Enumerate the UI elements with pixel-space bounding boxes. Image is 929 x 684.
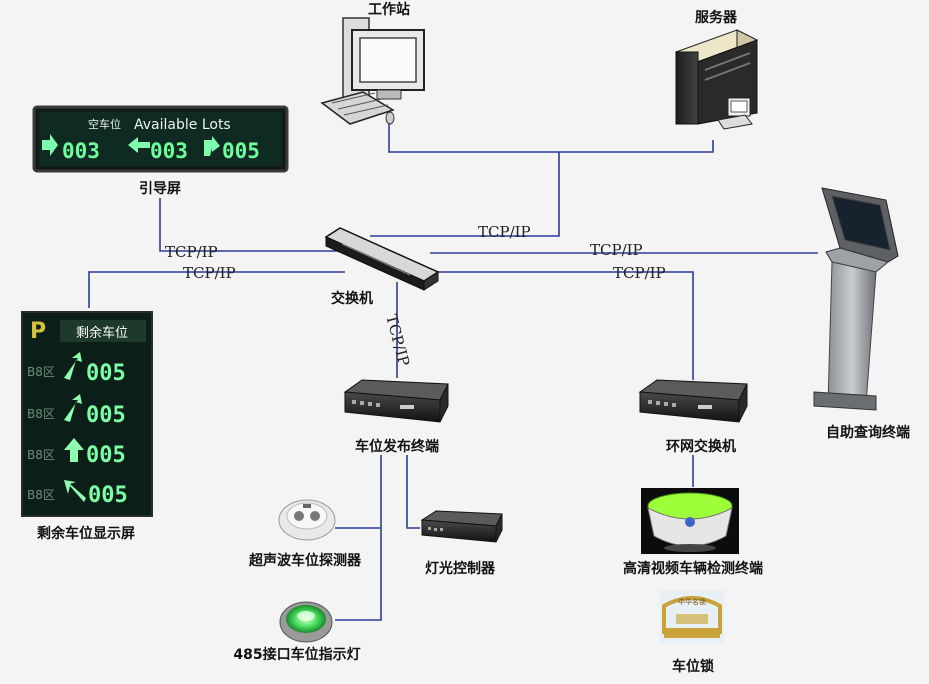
parking-lock-label: 车位锁 xyxy=(672,658,714,675)
remaining-display-label: 剩余车位显示屏 xyxy=(37,525,135,542)
remaining-count: 005 xyxy=(86,361,126,386)
wire-sensors xyxy=(335,455,382,621)
wire-guide-screen xyxy=(159,198,340,252)
kiosk-icon xyxy=(813,187,899,411)
remaining-header: 剩余车位 xyxy=(76,325,128,341)
ultrasonic-detector-label: 超声波车位探测器 xyxy=(248,552,362,569)
indicator-light-icon xyxy=(279,601,333,643)
tcp-label: TCP/IP xyxy=(613,264,666,282)
tcp-label: TCP/IP xyxy=(590,241,643,259)
remaining-count: 005 xyxy=(86,403,126,428)
tcp-label: TCP/IP xyxy=(183,264,236,282)
guide-screen-sign: 空车位 Available Lots 003 003 005 xyxy=(32,105,289,173)
guide-screen-label: 引导屏 xyxy=(139,181,181,197)
publish-terminal-label: 车位发布终端 xyxy=(355,438,439,455)
up-left-arrow-icon xyxy=(64,480,86,502)
remaining-display-sign: P 剩余车位 B8区 005 B8区 005 B8区 005 B8区 005 xyxy=(21,311,153,517)
remaining-count: 005 xyxy=(88,483,128,508)
guide-count: 005 xyxy=(222,139,260,163)
light-controller-icon xyxy=(420,510,503,543)
ultrasonic-detector-icon xyxy=(278,499,336,541)
wire-remaining-display xyxy=(88,271,345,308)
ring-switch-label: 环网交换机 xyxy=(666,438,736,455)
switch-icon xyxy=(324,227,440,291)
server-label: 服务器 xyxy=(695,9,738,26)
zone-label: B8区 xyxy=(27,407,55,421)
tcp-label: TCP/IP xyxy=(165,243,218,261)
kiosk-label: 自助查询终端 xyxy=(826,424,910,441)
hd-video-terminal-icon xyxy=(641,488,739,554)
up-arrow-icon xyxy=(64,438,84,462)
publish-terminal-icon xyxy=(343,379,449,423)
wire-switch-top xyxy=(370,152,560,237)
switch-label: 交换机 xyxy=(331,290,373,307)
guide-title-cn: 空车位 xyxy=(88,117,121,131)
workstation-label: 工作站 xyxy=(368,1,410,18)
wire-ring-switch xyxy=(400,271,694,380)
workstation-icon xyxy=(320,17,425,125)
light-controller-label: 灯光控制器 xyxy=(425,560,496,577)
guide-count: 003 xyxy=(62,139,100,163)
parking-p-icon: P xyxy=(30,319,46,344)
lock-brand-text: 中华名锁 xyxy=(678,597,706,606)
right-arrow-icon xyxy=(204,136,220,156)
hd-video-terminal-label: 高清视频车辆检测终端 xyxy=(623,560,763,577)
zone-label: B8区 xyxy=(27,448,55,462)
indicator-485-label: 485接口车位指示灯 xyxy=(233,646,360,663)
tcp-label: TCP/IP xyxy=(478,223,531,241)
connection-lines xyxy=(88,110,818,621)
parking-lock-icon: 中华名锁 xyxy=(660,590,724,644)
ring-switch-icon xyxy=(638,379,748,423)
remaining-count: 005 xyxy=(86,443,126,468)
zone-label: B8区 xyxy=(27,365,55,379)
guide-count: 003 xyxy=(150,139,188,163)
up-right-arrow-icon xyxy=(64,352,82,380)
left-arrow-icon xyxy=(128,137,150,153)
guide-title-en: Available Lots xyxy=(134,117,231,133)
tcp-label: TCP/IP xyxy=(382,312,413,368)
wire-light-controller xyxy=(406,455,420,529)
wire-workstation-server xyxy=(388,110,714,153)
up-right-arrow-icon xyxy=(64,394,82,422)
server-icon xyxy=(674,29,759,130)
left-arrow-icon xyxy=(42,134,58,156)
zone-label: B8区 xyxy=(27,488,55,502)
